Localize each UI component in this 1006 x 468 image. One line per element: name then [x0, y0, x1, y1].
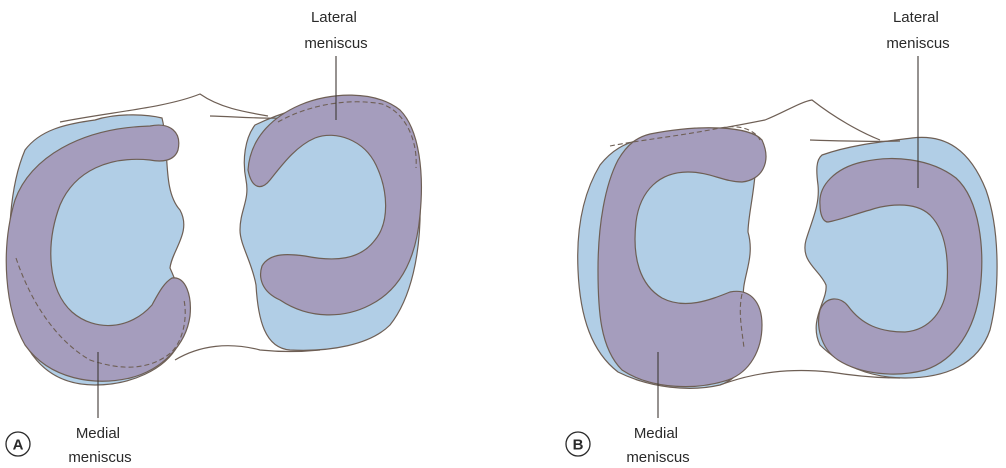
panel-b: Lateral meniscus Medial meniscus B — [566, 9, 997, 466]
panel-label-a: A — [6, 432, 30, 456]
medial-meniscus-label-a: Medial meniscus — [68, 425, 131, 466]
svg-text:B: B — [573, 437, 584, 454]
lateral-meniscus-label-a: Lateral meniscus — [304, 9, 367, 52]
panel-label-b: B — [566, 432, 590, 456]
medial-meniscus-label-b: Medial meniscus — [626, 425, 689, 466]
lateral-meniscus-label-b: Lateral meniscus — [886, 9, 949, 52]
intercondylar-outline-top-a — [60, 94, 268, 122]
svg-text:A: A — [13, 437, 24, 454]
panel-a: Lateral meniscus Medial meniscus A — [6, 9, 421, 466]
